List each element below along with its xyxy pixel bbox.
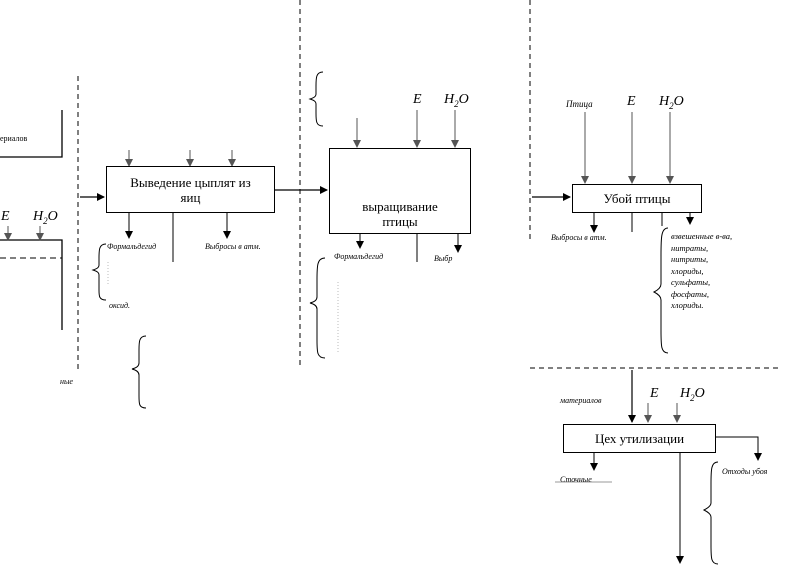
water-label-slaughter: H2O xyxy=(659,94,684,111)
water-label-rearing: H2O xyxy=(444,92,469,109)
formaldehyde-label-2: Формальдегид xyxy=(334,252,384,261)
slaughter-output-arrows xyxy=(590,212,694,233)
emissions-label-1: Выбросы в атм. xyxy=(205,242,261,251)
pollutant-item: взвешенные в-ва, xyxy=(671,231,733,241)
pollutant-list: взвешенные в-ва, нитраты, нитриты, хлори… xyxy=(671,231,732,312)
box-rearing-label: выращивание птицы xyxy=(362,199,438,229)
util-output-label: Сточные xyxy=(560,475,592,484)
pollutant-item: хлориды, xyxy=(671,265,704,276)
box-slaughter: Убой птицы xyxy=(572,184,702,213)
hatching-input-arrows xyxy=(125,150,236,167)
utilization-input-arrows xyxy=(644,403,681,423)
water-label-left: H2O xyxy=(33,209,58,226)
energy-label-slaughter: E xyxy=(627,94,636,109)
bird-input-label: Птица xyxy=(566,99,593,109)
pollutant-item: сульфаты, xyxy=(671,277,711,287)
formaldehyde-label-1: Формальдегид xyxy=(107,242,157,251)
pollutant-item: фосфаты, xyxy=(671,288,710,299)
oxide-label: оксид. xyxy=(109,301,131,310)
waste-label: Отходы убоя xyxy=(722,467,768,476)
box-hatching-label: Выведение цыплят из яиц xyxy=(130,174,251,205)
energy-label-rearing: E xyxy=(413,92,422,107)
box-rearing: выращивание птицы xyxy=(329,148,471,234)
box-utilization-label: Цех утилизации xyxy=(594,431,685,446)
water-label-utilization: H2O xyxy=(680,386,705,403)
left-top-label: ериалов xyxy=(0,134,28,143)
emissions-label-3: Выбросы в атм. xyxy=(551,233,607,242)
box-slaughter-label: Убой птицы xyxy=(603,191,671,206)
left-bottom-label: ные xyxy=(60,377,73,386)
pollutant-item: нитраты, xyxy=(671,242,709,253)
pollutant-item: хлориды. xyxy=(671,300,704,310)
hatching-output-arrows xyxy=(125,213,231,262)
left-partial-box xyxy=(0,110,63,330)
rearing-output-arrows xyxy=(356,234,462,262)
slaughter-input-arrows xyxy=(581,112,674,184)
pollutant-item: нитриты, xyxy=(671,254,709,264)
utilization-output-arrows xyxy=(590,436,762,564)
energy-label-utilization: E xyxy=(650,386,659,401)
rearing-input-arrows xyxy=(353,110,459,148)
section-boundaries xyxy=(77,0,780,370)
box-hatching: Выведение цыплят из яиц xyxy=(106,166,275,213)
emissions-label-2: Выбр xyxy=(434,254,453,263)
box-utilization: Цех утилизации xyxy=(563,424,716,453)
left-input-arrows xyxy=(4,226,44,241)
util-input-label: материалов xyxy=(560,396,602,405)
brace-marks xyxy=(91,71,719,565)
energy-label-left: E xyxy=(1,209,10,224)
